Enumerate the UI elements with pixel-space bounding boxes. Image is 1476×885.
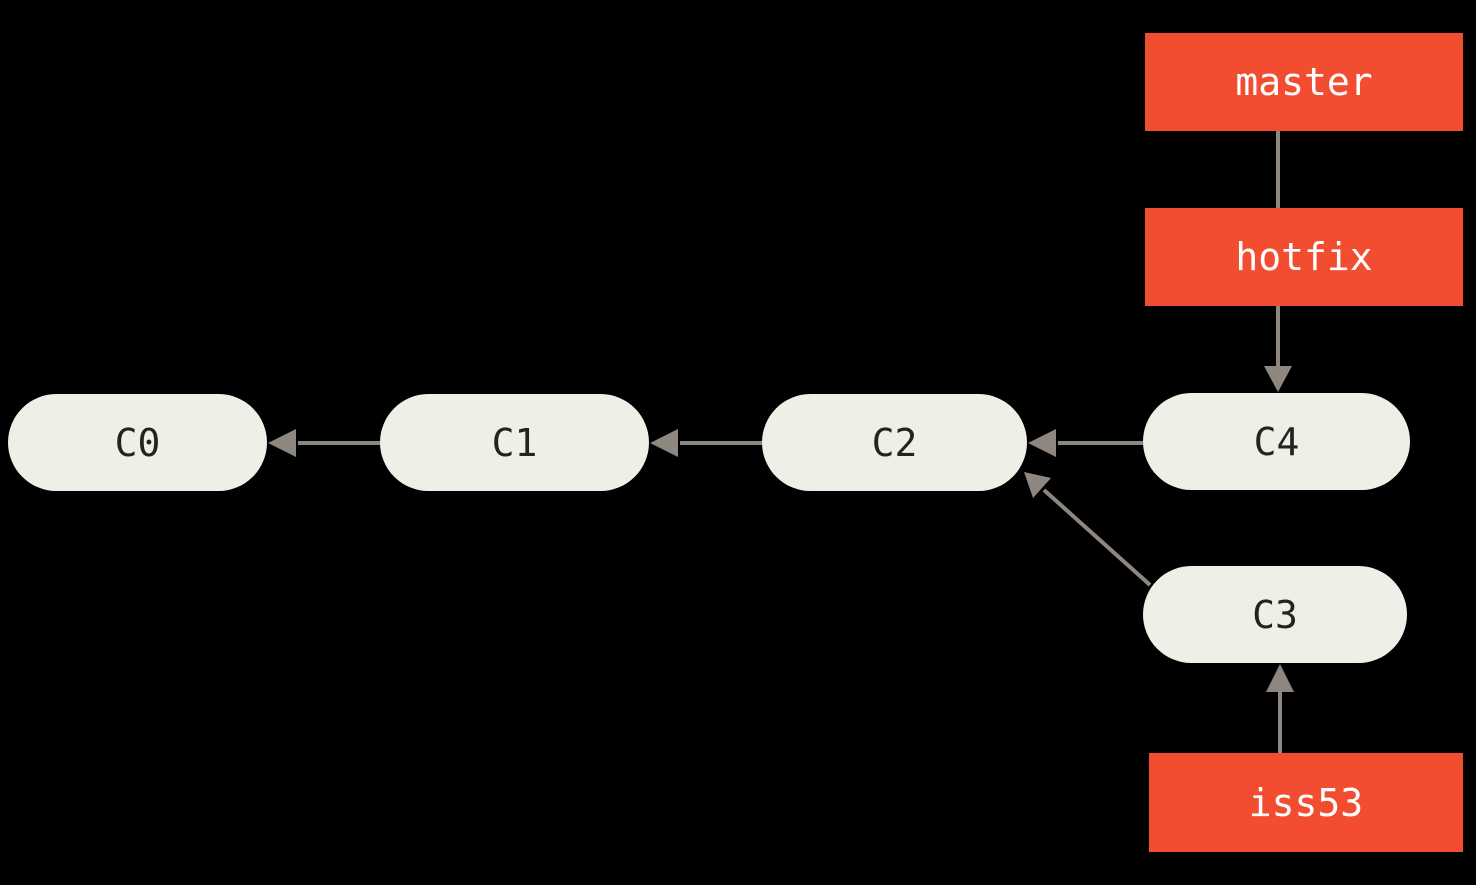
branch-label-hotfix: hotfix	[1145, 208, 1463, 306]
arrow-c4-to-c2	[1028, 429, 1143, 457]
commit-node-c2: C2	[762, 394, 1027, 491]
commit-label-c3: C3	[1252, 592, 1298, 637]
arrow-iss53-to-c3	[1266, 664, 1294, 753]
arrow-c2-to-c1	[650, 429, 762, 457]
branch-label-iss53: iss53	[1149, 753, 1463, 852]
branch-label-master-text: master	[1235, 60, 1373, 104]
commit-label-c2: C2	[871, 420, 918, 465]
branch-label-master: master	[1145, 33, 1463, 131]
arrow-hotfix-to-c4	[1264, 306, 1292, 392]
commit-node-c4: C4	[1143, 393, 1410, 490]
arrow-c1-to-c0	[268, 429, 380, 457]
commit-node-c0: C0	[8, 394, 267, 491]
commit-label-c1: C1	[491, 420, 538, 465]
branch-label-iss53-text: iss53	[1248, 780, 1364, 825]
commit-label-c4: C4	[1253, 419, 1300, 464]
commit-node-c1: C1	[380, 394, 649, 491]
arrow-c3-to-c2	[1024, 472, 1152, 587]
commit-label-c0: C0	[114, 420, 161, 465]
commit-node-c3: C3	[1143, 566, 1407, 663]
branch-label-hotfix-text: hotfix	[1235, 235, 1373, 279]
